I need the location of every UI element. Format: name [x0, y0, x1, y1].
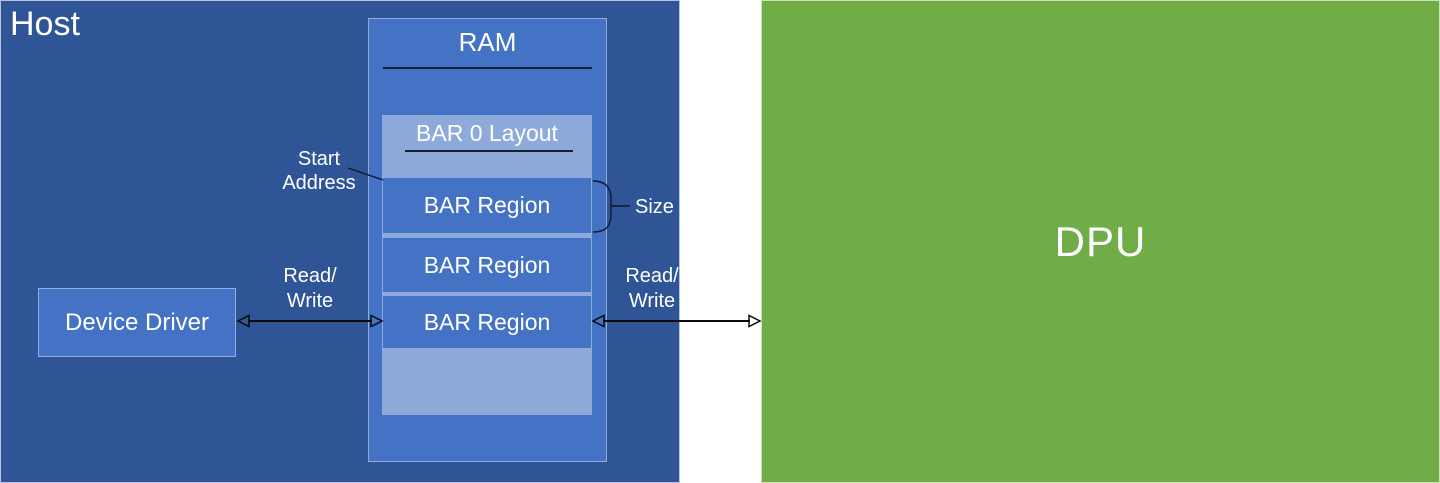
- size-label: Size: [635, 196, 674, 218]
- read-write-left-line1: Read/: [283, 265, 337, 287]
- ram-title-underline: [383, 67, 592, 69]
- host-title: Host: [10, 5, 80, 43]
- bar0-title-underline: [405, 150, 573, 152]
- bar0-layout-title: BAR 0 Layout: [416, 120, 558, 146]
- device-driver-label: Device Driver: [64, 308, 210, 336]
- bar-region-row: BAR Region: [383, 296, 591, 348]
- ram-title: RAM: [458, 27, 517, 57]
- device-driver-box: Device Driver: [38, 288, 236, 357]
- read-write-left-line2: Write: [286, 290, 334, 312]
- read-write-right-line2: Write: [628, 290, 676, 312]
- read-write-label-left: Read/ Write: [266, 264, 354, 314]
- bar-region-row: BAR Region: [383, 238, 591, 292]
- start-address-line1: Start: [297, 148, 341, 170]
- bar-region-row: BAR Region: [383, 178, 591, 233]
- start-address-line2: Address: [282, 172, 356, 194]
- read-write-right-line1: Read/: [625, 265, 679, 287]
- start-address-label: Start Address: [276, 147, 362, 195]
- dpu-title: DPU: [1054, 217, 1147, 265]
- dpu-panel: DPU: [761, 0, 1440, 483]
- read-write-label-right: Read/ Write: [608, 264, 696, 314]
